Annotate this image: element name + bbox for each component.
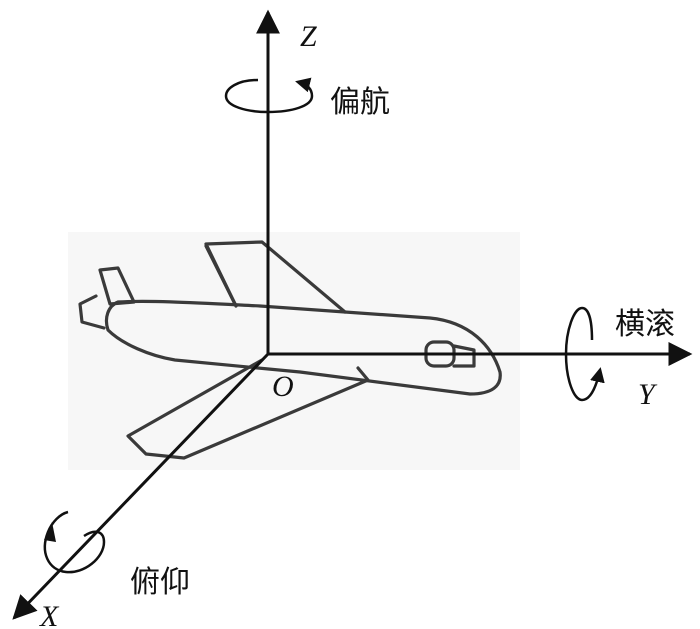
z-axis-letter: Z <box>300 20 317 53</box>
yaw-label: 偏航 <box>330 85 390 120</box>
roll-rotation-arrow-icon <box>564 306 605 402</box>
airplane-icon <box>78 240 502 460</box>
y-axis-letter: Y <box>638 378 658 411</box>
origin-letter: O <box>272 370 294 403</box>
pitch-rotation-arrow-icon <box>43 510 106 574</box>
x-axis-letter: X <box>39 600 60 629</box>
yaw-rotation-arrow-icon <box>224 77 314 114</box>
x-axis-line <box>12 352 270 620</box>
pitch-label: 俯仰 <box>130 565 190 600</box>
roll-label: 横滚 <box>615 307 675 342</box>
